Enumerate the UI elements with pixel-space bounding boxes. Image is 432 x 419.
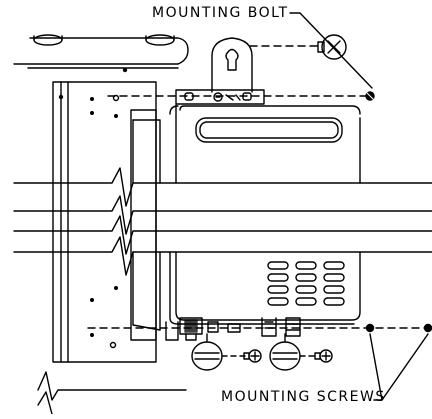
knob-left: [33, 34, 63, 46]
stud-upper: [13, 167, 432, 207]
clamp-right-icon: [269, 333, 301, 371]
wall-structure: [13, 34, 432, 415]
water-heater-unit: [132, 104, 361, 341]
mounting-screws-label: MOUNTING SCREWS: [221, 389, 386, 405]
leader-lines: [289, 12, 429, 401]
screw-anchor-1: [365, 323, 375, 333]
pipe-connections: [165, 317, 301, 341]
wall-top-curve: [29, 37, 189, 65]
stud-bottom: [37, 371, 187, 401]
display-window: [195, 117, 343, 143]
screw-right-icon: [314, 349, 333, 363]
anchor-right-icon: [365, 91, 375, 101]
mounting-bolt-group: [107, 34, 375, 101]
vent-louvers: [267, 261, 345, 306]
mounting-bolt-icon: [317, 34, 347, 60]
cabinet-side: [130, 109, 157, 341]
keyhole-tab: [211, 37, 253, 93]
keyhole-slot: [225, 48, 239, 71]
mounting-bracket: [175, 37, 265, 105]
stud-lower: [13, 215, 432, 255]
mounting-bolt-label: MOUNTING BOLT: [152, 5, 289, 21]
screw-anchor-2: [423, 323, 432, 333]
knob-right: [145, 34, 175, 46]
mounting-screws-group: [87, 323, 432, 371]
screw-left-icon: [243, 349, 262, 363]
bracket-plate: [175, 89, 265, 105]
